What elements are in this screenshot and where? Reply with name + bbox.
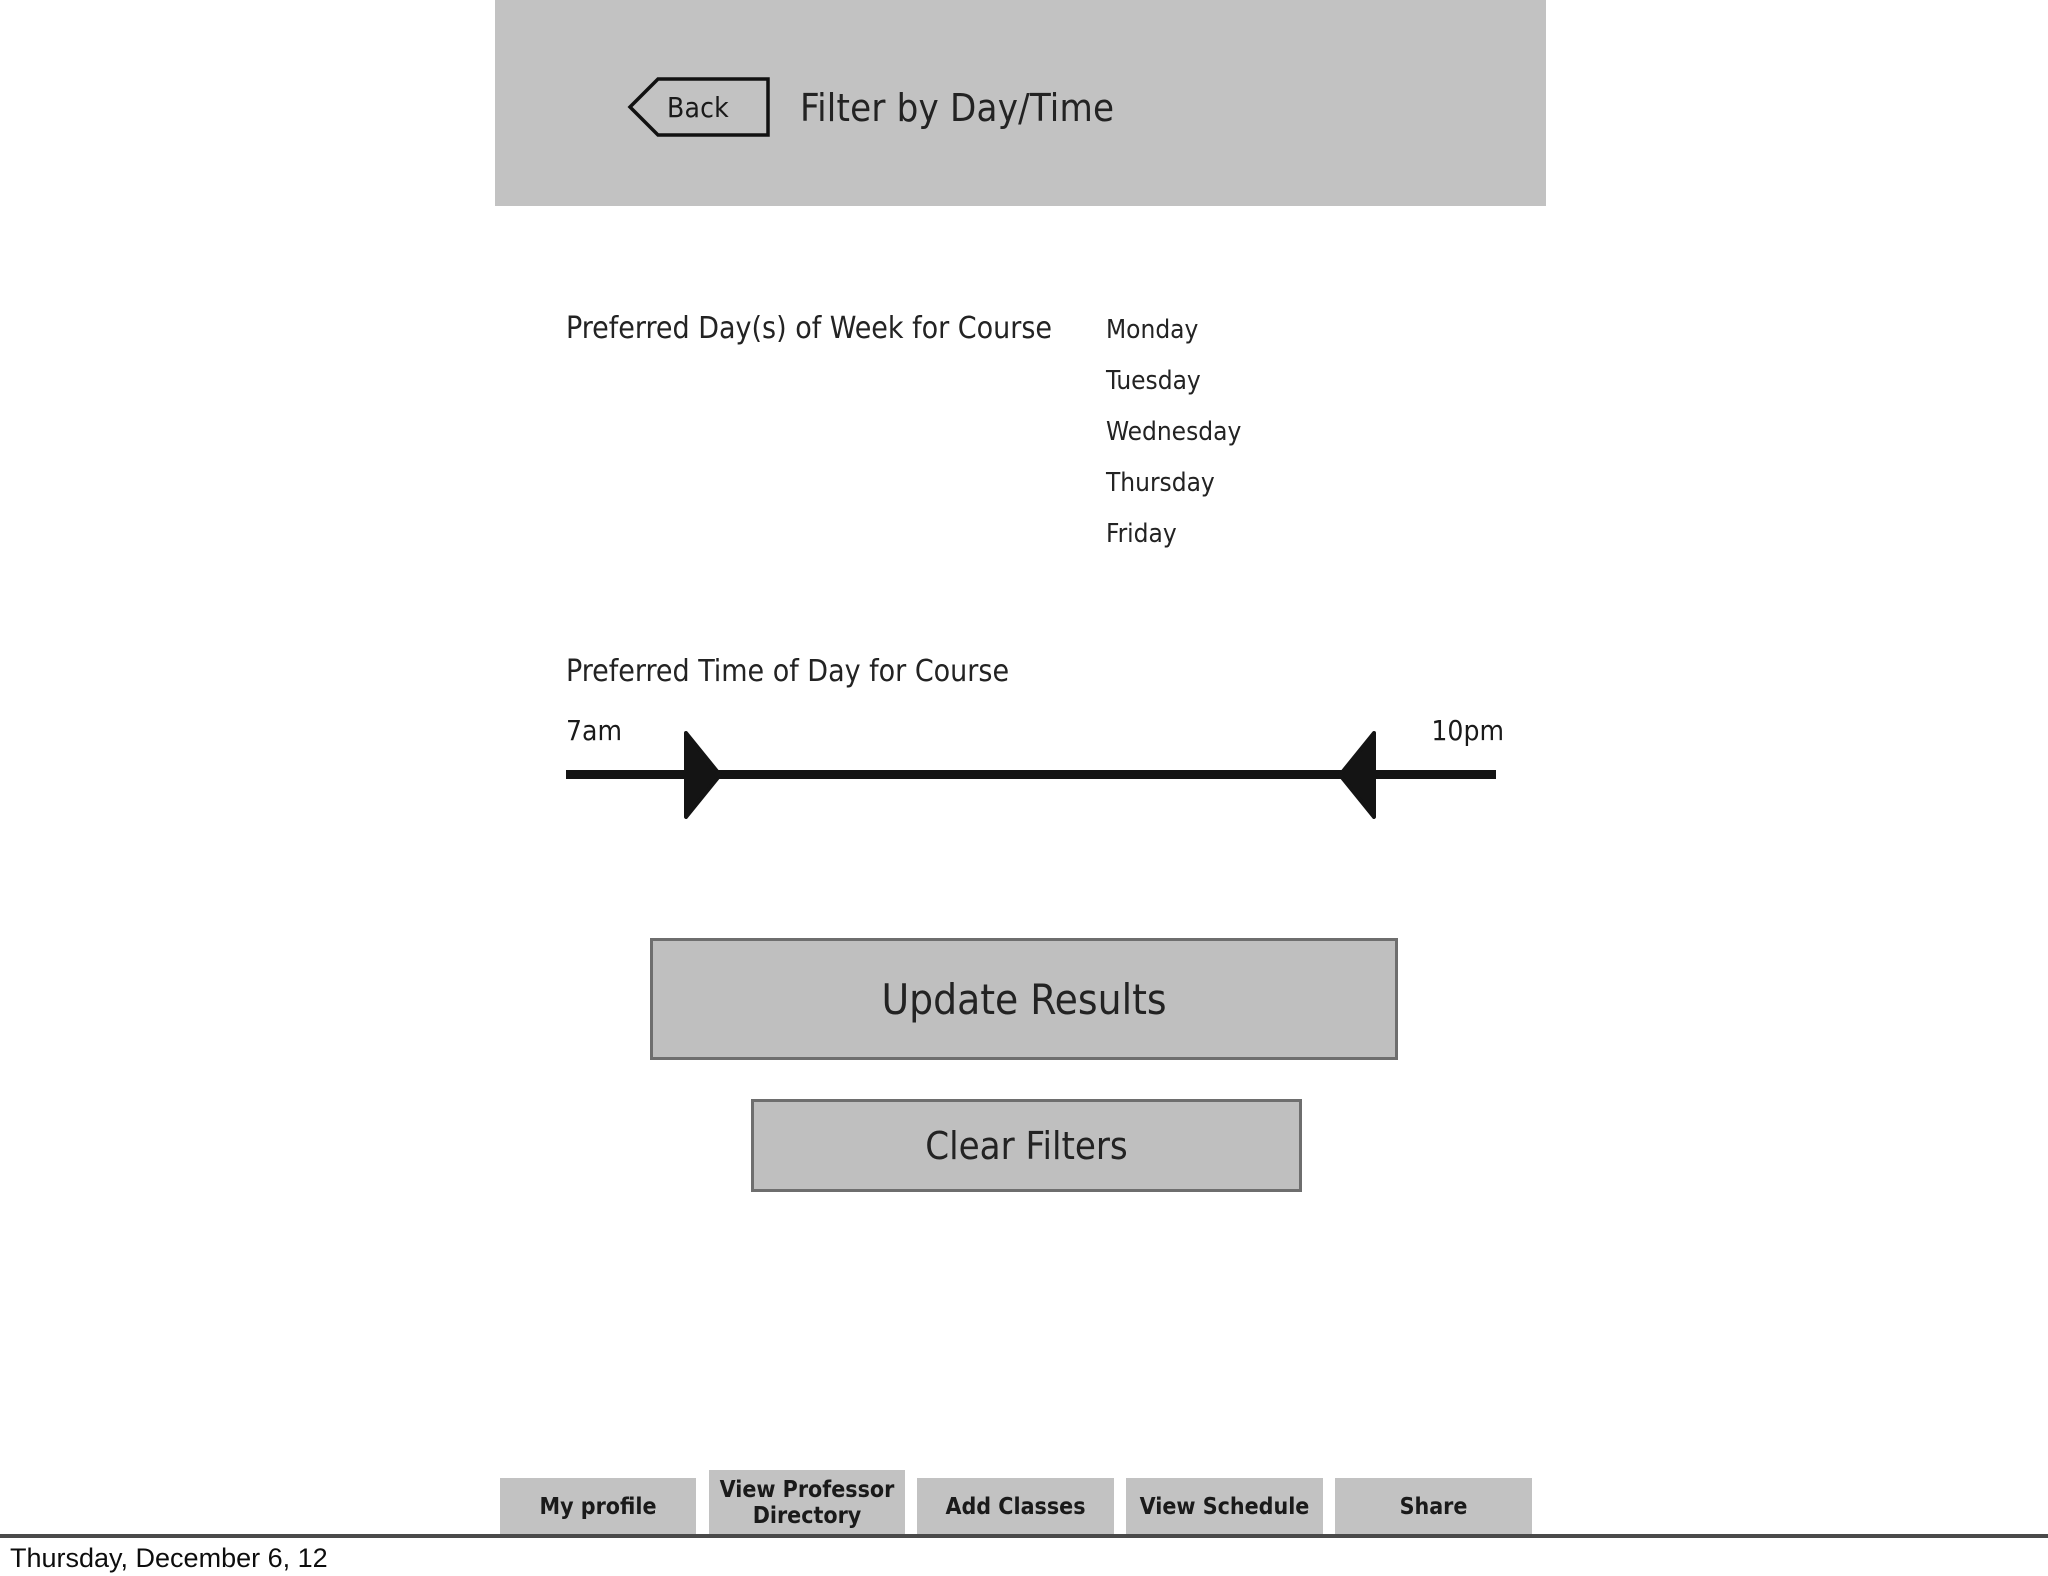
slider-handle-end[interactable] (1338, 731, 1380, 819)
preferred-time-label: Preferred Time of Day for Course (566, 654, 1010, 689)
nav-button-share[interactable]: Share (1335, 1478, 1532, 1536)
slider-min-label: 7am (566, 714, 622, 747)
preferred-days-label: Preferred Day(s) of Week for Course (566, 311, 1053, 346)
page-title: Filter by Day/Time (800, 86, 1115, 130)
header-bar (495, 0, 1546, 206)
back-arrow-icon (627, 77, 770, 137)
nav-button-add-classes[interactable]: Add Classes (917, 1478, 1114, 1536)
preferred-days-list: Monday Tuesday Wednesday Thursday Friday (1106, 305, 1526, 560)
day-option-monday[interactable]: Monday (1106, 315, 1199, 345)
nav-button-view-schedule[interactable]: View Schedule (1126, 1478, 1323, 1536)
day-option-thursday[interactable]: Thursday (1106, 468, 1215, 498)
slider-max-label: 10pm (1431, 714, 1504, 747)
footer-date: Thursday, December 6, 12 (10, 1543, 328, 1573)
day-option-tuesday[interactable]: Tuesday (1106, 366, 1201, 396)
slider-track[interactable] (566, 770, 1496, 779)
back-button-label: Back (667, 90, 729, 124)
footer-divider (0, 1534, 2048, 1538)
slider-handle-start[interactable] (680, 731, 722, 819)
day-option-friday[interactable]: Friday (1106, 519, 1177, 549)
time-range-slider[interactable]: 7am 10pm (566, 714, 1504, 824)
day-option-wednesday[interactable]: Wednesday (1106, 417, 1242, 447)
nav-button-view-professor-directory[interactable]: View Professor Directory (709, 1470, 905, 1536)
bottom-nav-bar: My profile View Professor Directory Add … (500, 1470, 1545, 1536)
triangle-right-icon (684, 731, 722, 819)
clear-filters-button[interactable]: Clear Filters (751, 1099, 1302, 1192)
back-button[interactable]: Back (600, 76, 770, 138)
update-results-button[interactable]: Update Results (650, 938, 1398, 1060)
triangle-left-icon (1338, 731, 1376, 819)
nav-button-my-profile[interactable]: My profile (500, 1478, 696, 1536)
